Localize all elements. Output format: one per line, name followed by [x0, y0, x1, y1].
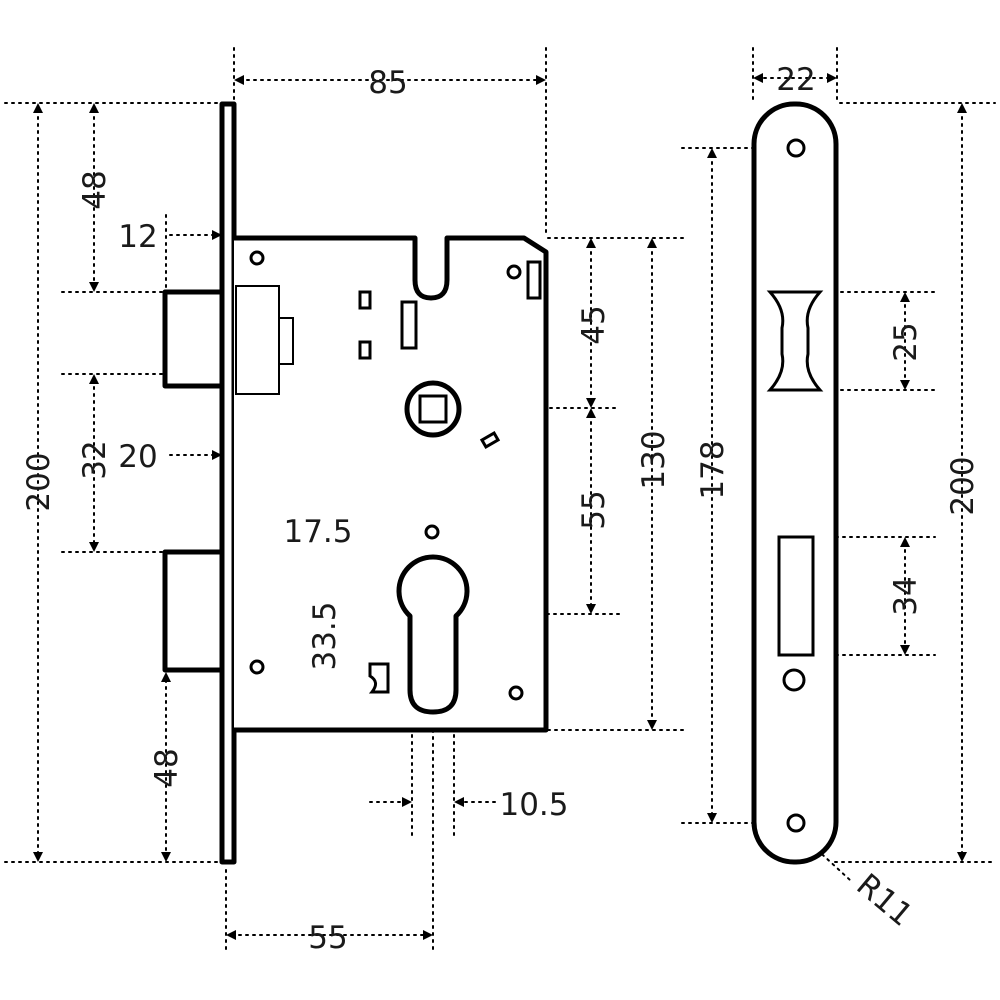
strike-latch-cut: [766, 290, 824, 392]
latch-tail: [278, 317, 294, 365]
strike-hole-top: [786, 138, 806, 158]
screw-hole-bottom-right: [508, 685, 524, 701]
screw-hole-top-left: [249, 250, 265, 266]
dimension-labels: 85 12 48 32 20 48 200 55 45 55 130 17.5 …: [21, 62, 981, 956]
screw-hole-top-right: [506, 264, 522, 280]
cam-catch: [368, 662, 390, 694]
dim-25: 25: [888, 322, 924, 361]
dim-10-5: 10.5: [499, 787, 568, 823]
lock-body: [162, 101, 549, 865]
strike-bolt-cut: [777, 535, 815, 657]
dim-r11: R11: [849, 867, 919, 934]
screw-hole-bottom-left: [249, 659, 265, 675]
strike-plate: [751, 101, 839, 865]
strike-outline: [751, 101, 839, 865]
angled-slot: [479, 430, 501, 450]
strike-hole-bottom: [786, 813, 806, 833]
dim-200-left: 200: [21, 452, 57, 511]
dim-45: 45: [576, 305, 612, 344]
dim-178: 178: [695, 440, 731, 499]
cylinder-hole: [396, 554, 470, 715]
latch-inner: [235, 285, 280, 395]
dim-34: 34: [888, 576, 924, 615]
dead-bolt: [162, 549, 228, 673]
faceplate: [219, 101, 237, 865]
slot-tall: [400, 300, 418, 350]
dim-48-top: 48: [77, 170, 113, 209]
dim-12: 12: [118, 219, 157, 255]
dim-20: 20: [118, 439, 157, 475]
strike-hole-middle: [782, 668, 806, 692]
dim-200-right: 200: [945, 456, 981, 515]
dim-55-vertical: 55: [576, 490, 612, 529]
center-hole: [424, 524, 440, 540]
latch-bolt: [162, 289, 228, 389]
slot-right: [526, 260, 542, 300]
spindle-square: [418, 394, 448, 424]
dim-55-backset: 55: [308, 920, 347, 956]
dim-32: 32: [77, 440, 113, 479]
dim-22: 22: [776, 62, 815, 98]
dim-130: 130: [636, 430, 672, 489]
slot-upper: [358, 290, 372, 310]
dim-33-5: 33.5: [307, 601, 343, 670]
dim-17-5: 17.5: [283, 514, 352, 550]
dim-85: 85: [368, 65, 407, 101]
case-outline: [234, 235, 549, 733]
dim-48-bottom: 48: [149, 748, 185, 787]
slot-lower: [358, 340, 372, 360]
